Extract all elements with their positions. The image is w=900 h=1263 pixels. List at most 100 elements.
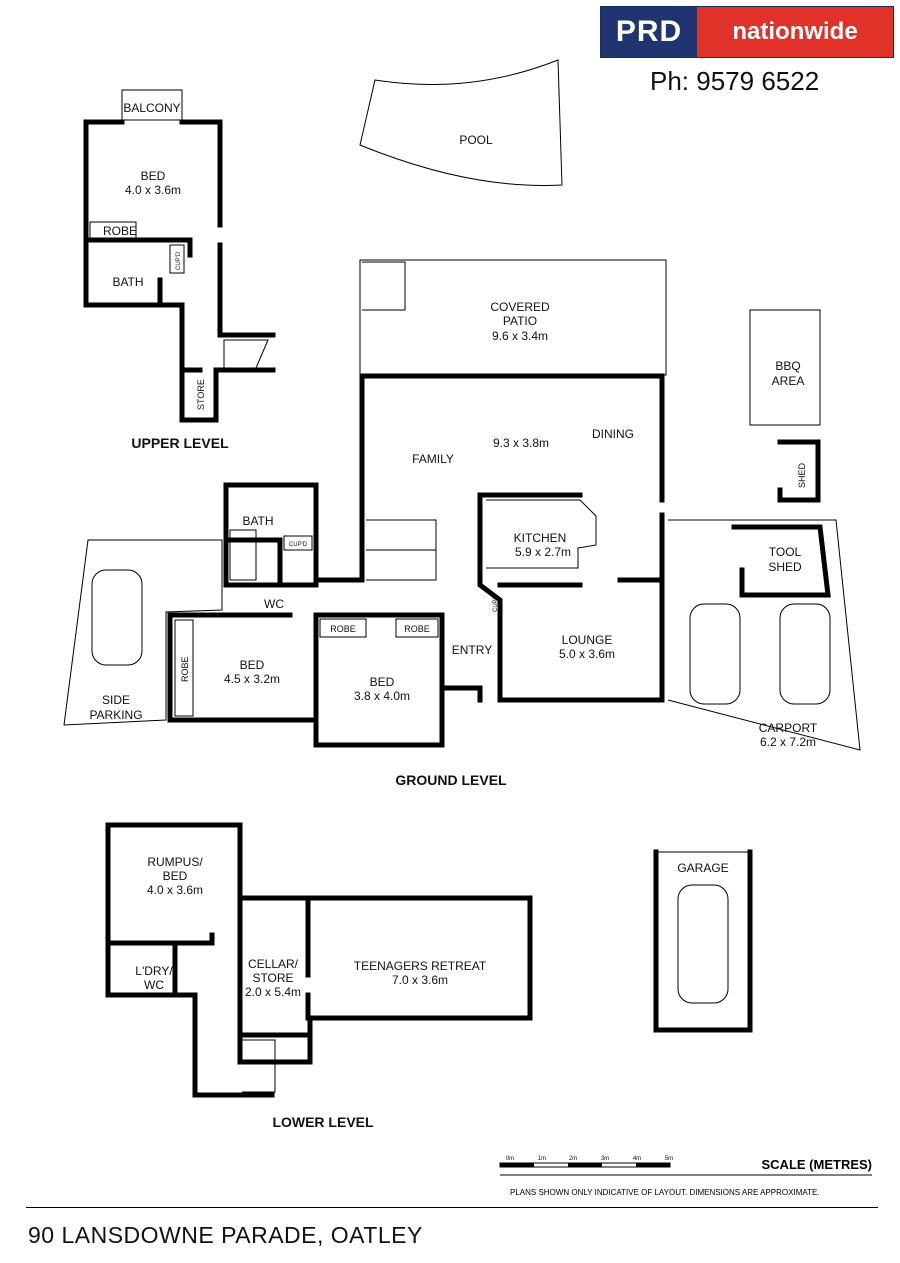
bed2-robe-outline	[174, 619, 194, 717]
upper-bath-label: BATH	[112, 275, 143, 289]
entry-label: ENTRY	[452, 643, 492, 657]
tool-shed-walls	[731, 524, 831, 598]
garage-label: GARAGE	[677, 861, 728, 875]
kitchen-label: KITCHEN	[514, 531, 567, 545]
lower-level: RUMPUS/ BED 4.0 x 3.6m L'DRY/ WC CELLAR/…	[105, 822, 753, 1130]
carport-car-2	[779, 603, 831, 705]
dining-size: 9.3 x 3.8m	[493, 436, 549, 450]
entry-wall	[439, 685, 483, 703]
pool: POOL	[359, 59, 563, 186]
side-parking-label: SIDE	[102, 693, 130, 707]
ground-level-title: GROUND LEVEL	[395, 772, 507, 788]
upper-wall-bath	[83, 237, 193, 258]
upper-stairs	[223, 339, 269, 369]
cellar-size: 2.0 x 5.4m	[245, 985, 301, 999]
rumpus-size: 4.0 x 3.6m	[147, 883, 203, 897]
upper-cupd-label: CUP'D	[176, 251, 182, 270]
upper-level-title: UPPER LEVEL	[131, 435, 229, 451]
brand-logo: PRD nationwide	[600, 6, 894, 58]
kitchen-cupd-label: CUP'D	[493, 593, 499, 612]
scale-tick-1: 1m	[538, 1156, 546, 1162]
rumpus-label-2: BED	[163, 869, 188, 883]
upper-wall-bath-bottom	[83, 277, 163, 308]
dining-label: DINING	[592, 427, 634, 441]
upper-robe-outline	[89, 221, 137, 239]
bed3-robe1-label: ROBE	[330, 624, 356, 634]
upper-wall-right	[217, 242, 276, 338]
upper-wall-outer	[83, 119, 276, 423]
laundry-label: L'DRY/	[135, 964, 173, 978]
upper-wall-top	[83, 119, 223, 228]
balcony-outline	[121, 89, 183, 121]
bbq-label: BBQ	[775, 359, 800, 373]
lower-laundry-wall	[172, 942, 313, 1038]
bed3-walls	[313, 612, 445, 748]
scale-tick-2: 2m	[569, 1156, 577, 1162]
side-parking-label-2: PARKING	[89, 708, 142, 722]
ground-bath-label: BATH	[242, 514, 273, 528]
lower-west-wall	[105, 822, 275, 1098]
pool-outline	[359, 59, 563, 186]
kitchen-size: 5.9 x 2.7m	[515, 545, 571, 559]
phone-number: Ph: 9579 6522	[650, 66, 820, 96]
bed2-walls	[167, 612, 319, 723]
scale-tick-3: 3m	[601, 1156, 609, 1162]
bed3-label: BED	[370, 675, 395, 689]
carport-label: CARPORT	[759, 721, 818, 735]
lounge-size: 5.0 x 3.6m	[559, 647, 615, 661]
lower-stairs	[242, 1039, 276, 1093]
shed-walls	[777, 439, 821, 503]
scale-disclaimer: PLANS SHOWN ONLY INDICATIVE OF LAYOUT. D…	[510, 1188, 820, 1197]
scale-segment-5	[636, 1163, 670, 1167]
ground-stairs	[366, 519, 437, 581]
patio-size: 9.6 x 3.4m	[492, 329, 548, 343]
property-address: 90 LANSDOWNE PARADE, OATLEY	[28, 1222, 423, 1248]
upper-cupd-outline	[169, 244, 185, 274]
side-parking-car	[91, 569, 143, 666]
footer-divider	[26, 1207, 878, 1208]
bed3-robe2-outline	[395, 618, 439, 638]
wc-label: WC	[264, 597, 284, 611]
family-label: FAMILY	[412, 452, 454, 466]
scale-tick-4: 4m	[633, 1156, 641, 1162]
bed2-label: BED	[240, 658, 265, 672]
house-west-wall	[223, 373, 365, 588]
bed3-robe2-label: ROBE	[404, 624, 430, 634]
upper-bed-label: BED	[141, 169, 166, 183]
patio-steps	[362, 261, 406, 311]
tool-shed-label: TOOL	[769, 545, 802, 559]
scale-segment-1	[500, 1163, 534, 1167]
lounge-label: LOUNGE	[562, 633, 613, 647]
cellar-label-2: STORE	[252, 971, 293, 985]
scale-segment-3	[568, 1163, 602, 1167]
shed-label: SHED	[797, 462, 807, 488]
cellar-label: CELLAR/	[248, 957, 299, 971]
patio-label: COVERED	[490, 300, 550, 314]
scale-bar: 0m 1m 2m 3m 4m 5m SCALE (METRES) PLANS S…	[499, 1156, 873, 1197]
upper-robe-label: ROBE	[103, 224, 137, 238]
upper-level: BALCONY ROBE BED 4.0 x 3.6m BATH CUP'D S…	[83, 89, 276, 451]
store-label: STORE	[196, 379, 206, 410]
brand-logo-right: nationwide	[697, 7, 893, 57]
kitchen-bench	[486, 499, 597, 569]
lounge-walls	[477, 492, 665, 703]
brand-logo-left: PRD	[601, 7, 697, 57]
bathtub	[229, 529, 257, 581]
ground-level: COVERED PATIO 9.6 x 3.4m BBQ AREA SHED K…	[63, 259, 861, 788]
ground-cupd-label: CUP'D	[289, 542, 308, 548]
garage-walls	[653, 849, 753, 1033]
bbq-label-2: AREA	[772, 374, 805, 388]
scale-title: SCALE (METRES)	[762, 1157, 873, 1172]
retreat-size: 7.0 x 3.6m	[392, 973, 448, 987]
upper-bed-size: 4.0 x 3.6m	[125, 183, 181, 197]
laundry-label-2: WC	[144, 978, 164, 992]
pool-label: POOL	[459, 133, 493, 147]
balcony-label: BALCONY	[123, 101, 180, 115]
garage-car	[677, 884, 729, 1004]
scale-tick-0: 0m	[506, 1156, 514, 1162]
rumpus-label: RUMPUS/	[147, 855, 203, 869]
lower-east-wall	[105, 822, 533, 1065]
side-parking-outline	[63, 539, 223, 726]
tool-shed-label-2: SHED	[768, 560, 802, 574]
